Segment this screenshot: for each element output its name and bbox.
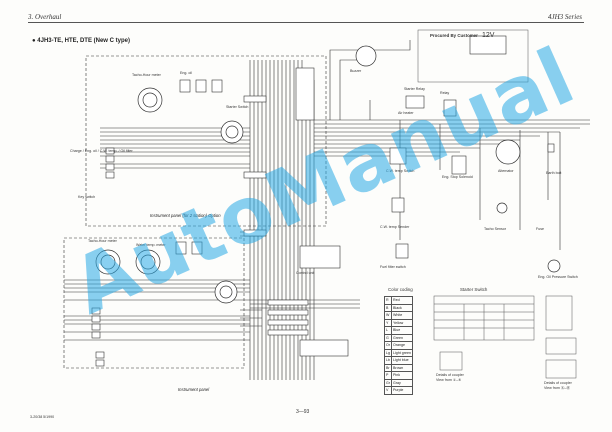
color-name-cell: White bbox=[391, 311, 413, 320]
color-name-cell: Gray bbox=[391, 378, 413, 387]
color-name-cell: Blue bbox=[391, 326, 413, 335]
eng-stop-solenoid-label: Eng. Stop Solenoid bbox=[442, 175, 473, 179]
color-code-cell: V bbox=[384, 386, 392, 395]
color-name-cell: Green bbox=[391, 333, 413, 342]
color-code-cell: Lb bbox=[384, 356, 392, 365]
color-code-cell: R bbox=[384, 296, 392, 305]
cw-temp-sender-label: C.W. temp Sender bbox=[380, 225, 410, 229]
customer-box-title: Procured By Customer bbox=[430, 33, 478, 38]
color-code-cell: P bbox=[384, 371, 392, 380]
color-code-cell: L bbox=[384, 326, 392, 335]
color-code-cell: Y bbox=[384, 318, 392, 327]
color-name-cell: Light green bbox=[391, 348, 413, 357]
air-heater-label: Air heater bbox=[398, 111, 414, 115]
main-panel-caption: Instrument panel bbox=[178, 387, 210, 392]
color-coding-title: Color coding bbox=[388, 287, 413, 292]
color-name-cell: Red bbox=[391, 296, 413, 305]
key-switch-label: Key switch bbox=[78, 195, 96, 199]
color-code-cell: G bbox=[384, 333, 392, 342]
earth-bolt-label: Earth bolt bbox=[546, 171, 562, 175]
oil-pressure-switch-label: Eng. Oil Pressure Switch bbox=[538, 275, 578, 279]
color-name-cell: Brown bbox=[391, 363, 413, 372]
tacho-meter-label-bottom: Tacho-Hour meter bbox=[88, 239, 117, 243]
starter-relay-label: Starter Relay bbox=[404, 87, 425, 91]
starter-switch-table-title: Starter Switch bbox=[460, 287, 488, 292]
relay-label: Relay bbox=[440, 91, 450, 95]
coupler-note-a: Details of coupler bbox=[436, 373, 464, 377]
color-name-cell: Purple bbox=[391, 386, 413, 395]
pilot-lamps-label: Charge / Eng. oil / C.W. temp. / Oil fil… bbox=[70, 149, 133, 153]
tacho-meter-label-top: Tacho-Hour meter bbox=[132, 73, 161, 77]
sub-panel-caption: Instrument panel (for 2 station) Option bbox=[150, 213, 221, 218]
alternator-label: Alternator bbox=[498, 169, 514, 173]
color-code-cell: Br bbox=[384, 363, 392, 372]
control-unit-label: Control unit bbox=[296, 271, 315, 275]
coupler-note-b-sub: View from Ⓐ–Ⓑ bbox=[544, 386, 571, 390]
fuel-filter-switch-label: Fuel filter switch bbox=[380, 265, 406, 269]
page-number: 3—93 bbox=[296, 409, 310, 415]
color-code-cell: Lg bbox=[384, 348, 392, 357]
color-code-cell: Gr bbox=[384, 378, 392, 387]
key-switch-sub-label: Starter Switch bbox=[226, 105, 249, 109]
coupler-note-a-sub: View from ①–⑥ bbox=[436, 378, 462, 382]
section-header: 3. Overhaul bbox=[28, 13, 62, 21]
color-name-cell: Yellow bbox=[391, 318, 413, 327]
footer-code: 3-20/38 5/1990 bbox=[30, 415, 55, 419]
color-code-cell: B bbox=[384, 303, 392, 312]
color-name-cell: Light blue bbox=[391, 356, 413, 365]
color-code-cell: Or bbox=[384, 341, 392, 350]
tacho-sensor-label: Tacho Sensor bbox=[484, 227, 506, 231]
header-rule bbox=[28, 22, 584, 23]
battery-voltage-label: 12V bbox=[482, 32, 495, 39]
coupler-note-b: Details of coupler bbox=[544, 381, 572, 385]
buzzer-label: Buzzer bbox=[350, 69, 362, 73]
eng-oil-label: Eng. oil bbox=[180, 71, 192, 75]
cw-temp-switch-label: C.W. temp Switch bbox=[386, 169, 415, 173]
water-temp-meter-label: Water temp. meter bbox=[136, 243, 166, 247]
color-name-cell: Black bbox=[391, 303, 413, 312]
diagram-title: ● 4JH3-TE, HTE, DTE (New C type) bbox=[32, 38, 130, 44]
fuse-label: Fuse bbox=[536, 227, 544, 231]
color-code-cell: W bbox=[384, 311, 392, 320]
series-header: 4JH3 Series bbox=[548, 13, 583, 21]
color-name-cell: Orange bbox=[391, 341, 413, 350]
color-name-cell: Pink bbox=[391, 371, 413, 380]
